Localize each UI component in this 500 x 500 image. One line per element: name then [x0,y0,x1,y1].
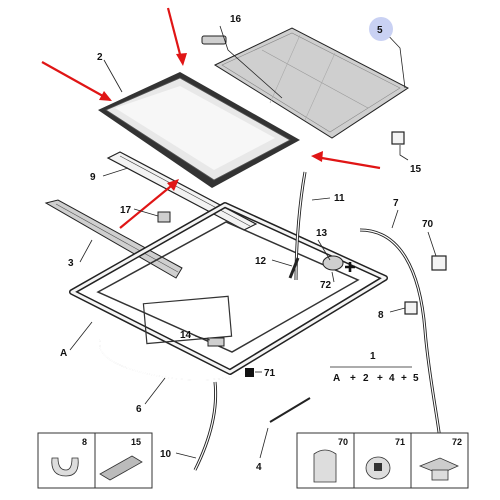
formula-4: 4 [389,373,395,384]
legend-box-71: 71 [353,432,412,489]
callout-17: 17 [120,205,132,216]
legend-label-71: 71 [395,437,405,447]
side-trim [44,199,183,279]
formula-A: A [333,373,340,384]
formula-2: 2 [363,373,369,384]
plug-70 [431,255,447,271]
legend-label-8: 8 [82,437,87,447]
formula-plus-1: + [350,373,356,384]
formula-plus-2: + [377,373,383,384]
callout-9: 9 [90,172,96,183]
cable-12 [288,257,300,279]
sunroof-frame [69,202,388,375]
legend-box-72: 72 [410,432,469,489]
drain-hoses [99,171,442,471]
motor-13 [322,255,344,271]
clip-15-top [391,131,405,145]
callout-7: 7 [393,198,399,209]
formula-5: 5 [413,373,419,384]
legend-box-15: 15 [94,432,153,489]
legend-box-8: 8 [37,432,96,489]
handle-part-16 [201,35,227,45]
callout-6: 6 [136,404,142,415]
plug-8 [404,301,418,315]
callout-12: 12 [255,256,267,267]
legend-label-15: 15 [131,437,141,447]
callout-13: 13 [316,228,328,239]
callout-8-diagram: 8 [378,310,384,321]
formula-plus-3: + [401,373,407,384]
legend-label-70: 70 [338,437,348,447]
sunshade-panel [213,27,409,139]
callout-1: 1 [370,351,376,362]
cable-4 [269,397,311,423]
assembly-formula: A + 2 + 4 + 5 [333,373,419,384]
callout-10: 10 [160,449,172,460]
glass-panel [98,72,300,188]
callout-72-diagram: 72 [320,280,332,291]
callout-5: 5 [377,25,383,36]
callout-11: 11 [334,193,345,204]
callout-4: 4 [256,462,262,473]
cross-marker-72 [345,262,355,272]
callout-70-diagram: 70 [422,219,434,230]
legend-box-70: 70 [296,432,355,489]
clip-17 [157,211,171,223]
highlight-circle-5 [369,17,393,41]
red-arrows [41,7,381,229]
callout-A: A [60,348,67,359]
callout-16: 16 [230,14,242,25]
callout-labels: 16 5 2 15 9 11 7 17 70 13 3 12 72 8 A 14… [60,14,434,473]
legend-label-72: 72 [452,437,462,447]
callout-14: 14 [180,330,192,341]
callout-71-diagram: 71 [264,368,276,379]
clip-14 [207,337,225,347]
callout-2: 2 [97,52,103,63]
callout-15-top: 15 [410,164,422,175]
callout-3: 3 [68,258,74,269]
square-marker-71 [245,368,254,377]
